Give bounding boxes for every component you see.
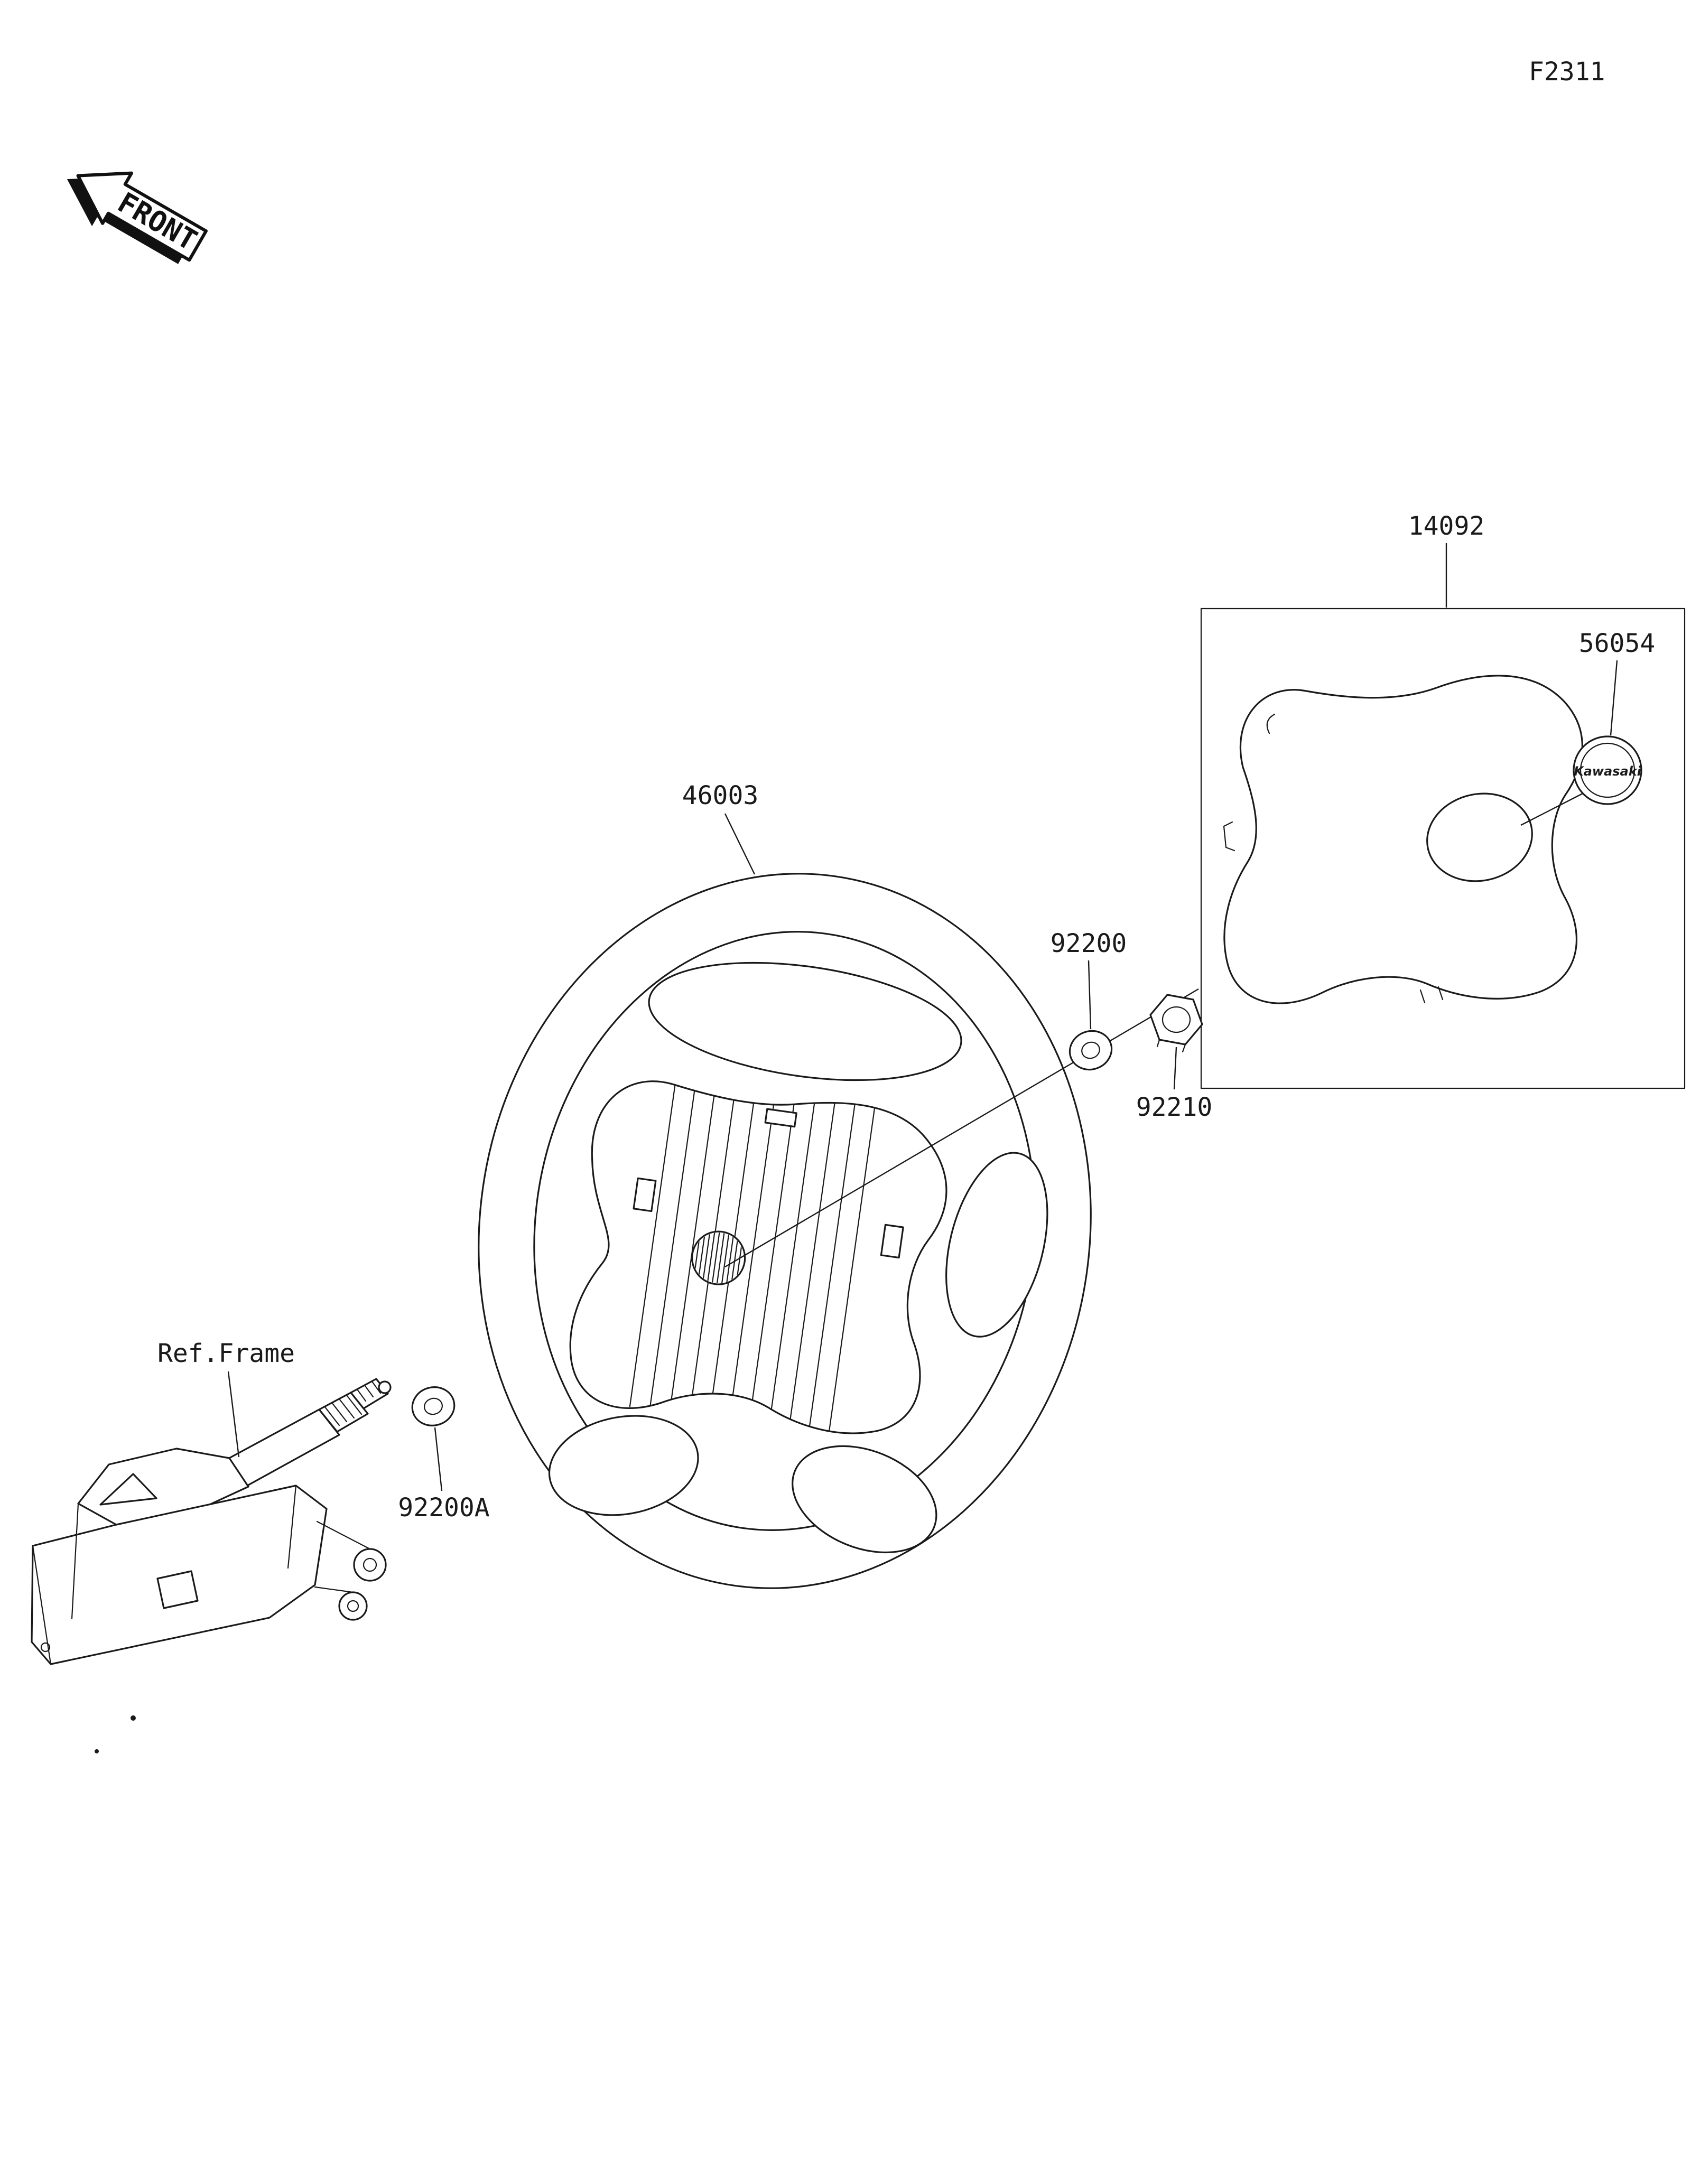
mount-lug-2-hole: [347, 1600, 359, 1612]
cover-emblem-hole: [1426, 792, 1533, 882]
front-arrow-icon: FRONT: [67, 171, 208, 264]
shaft-spline-section: [318, 1392, 369, 1433]
shaft-tip-end: [378, 1380, 392, 1394]
wheel-hub-pad: [569, 1080, 947, 1434]
cover-pad-details: [1223, 713, 1444, 1004]
emblem-brand-text: Kawasaki: [1574, 764, 1642, 779]
mount-lug-1: [353, 1548, 387, 1582]
washer-outer: [1069, 1030, 1113, 1071]
leader-46003: [724, 813, 756, 875]
leader-92200a: [434, 1427, 443, 1491]
nut-hole: [1162, 1006, 1191, 1033]
leader-92200: [1088, 960, 1092, 1030]
leader-ref-frame: [227, 1371, 240, 1458]
nut-92210-drawing: [1149, 994, 1203, 1053]
cover-assembly-box: Kawasaki: [1200, 608, 1686, 1089]
steering-wheel-drawing: [478, 873, 1092, 1589]
leader-92210: [1173, 1047, 1177, 1090]
shaft-thread-lines: [356, 1380, 382, 1402]
column-shaft: [226, 1408, 340, 1487]
washer-92200a-drawing: [411, 1386, 456, 1426]
part-label-92210: 92210: [1136, 1093, 1213, 1122]
part-label-46003: 46003: [682, 781, 759, 810]
hub-clip-right: [880, 1224, 904, 1259]
leader-emblem-to-hole: [1520, 792, 1583, 826]
shaft-spline-lines: [323, 1394, 363, 1426]
hub-clip-top: [764, 1108, 797, 1128]
column-slot-hole: [156, 1570, 199, 1609]
wheel-opening-right: [945, 1152, 1048, 1338]
part-label-14092: 14092: [1408, 511, 1485, 541]
ref-frame-label: Ref.Frame: [157, 1339, 295, 1368]
hub-clip-left: [633, 1177, 657, 1212]
page-mark-1: [131, 1715, 136, 1721]
assembly-axis-line: [724, 988, 1199, 1268]
part-label-56054: 56054: [1579, 629, 1656, 658]
steering-column-drawing: [31, 1378, 392, 1753]
washer-a-outer: [411, 1386, 456, 1426]
wheel-opening-top: [648, 962, 962, 1081]
wheel-opening-bottom-right: [792, 1445, 937, 1554]
lug-connectors: [314, 1520, 371, 1593]
column-body-edges: [32, 1485, 297, 1665]
part-label-92200: 92200: [1051, 929, 1127, 958]
wheel-opening-bottom-left: [548, 1415, 699, 1516]
nut-thickness: [1156, 1039, 1186, 1053]
part-label-92200a: 92200A: [398, 1493, 489, 1523]
mount-lug-2: [338, 1591, 368, 1621]
column-small-hole: [40, 1642, 51, 1653]
cover-pad-drawing: [1223, 675, 1583, 1004]
washer-92200-drawing: [1069, 1030, 1113, 1071]
emblem-inner-ring: [1579, 742, 1636, 798]
front-arrow-body: [76, 171, 208, 262]
leader-56054: [1610, 660, 1618, 736]
emblem-outer-ring: [1573, 735, 1642, 805]
figure-code: F2311: [1529, 57, 1605, 87]
washer-a-inner: [424, 1397, 443, 1415]
nut-hex: [1149, 994, 1203, 1046]
mount-lug-1-hole: [363, 1557, 377, 1572]
page-mark-2: [95, 1749, 99, 1753]
bracket-triangle-cutout: [99, 1473, 157, 1506]
kawasaki-emblem-drawing: Kawasaki: [1573, 735, 1642, 805]
cover-box-frame: [1200, 608, 1686, 1089]
washer-inner: [1081, 1041, 1100, 1059]
